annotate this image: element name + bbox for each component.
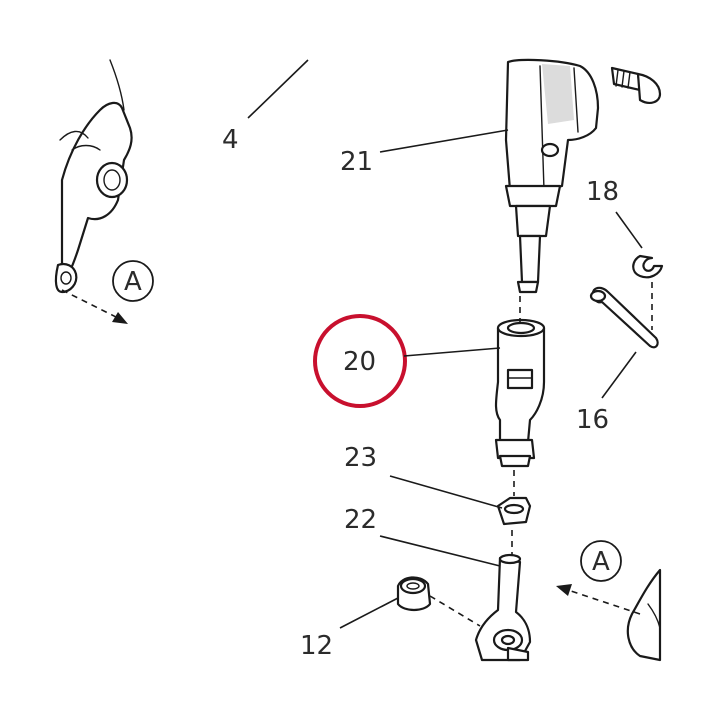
view-a-left-arrow — [61, 260, 154, 324]
part-20-highlight-circle — [313, 314, 407, 408]
label-part-4: 4 — [222, 125, 239, 155]
label-part-12: 12 — [300, 631, 333, 661]
label-part-18: 18 — [586, 177, 619, 207]
label-view-a-right: A — [592, 547, 610, 577]
leader-lines — [247, 59, 643, 629]
part-22-rod-end — [474, 530, 532, 662]
label-part-22: 22 — [344, 505, 377, 535]
part-23-nut — [496, 470, 532, 526]
part-12-lock-nut — [396, 576, 481, 627]
left-lever-assembly — [54, 59, 133, 294]
part-18-e-clip — [632, 254, 664, 279]
label-part-23: 23 — [344, 443, 377, 473]
part-21-rod-end — [504, 58, 600, 294]
part-16-pin — [589, 282, 659, 349]
part-20-sleeve — [494, 296, 546, 468]
label-view-a-left: A — [124, 267, 142, 297]
view-a-right-arrow — [556, 540, 641, 615]
label-part-20: 20 — [343, 347, 376, 377]
label-part-16: 16 — [576, 405, 609, 435]
bolt-top-right — [610, 66, 662, 104]
right-lever-assembly — [626, 568, 662, 662]
label-part-21: 21 — [340, 147, 373, 177]
